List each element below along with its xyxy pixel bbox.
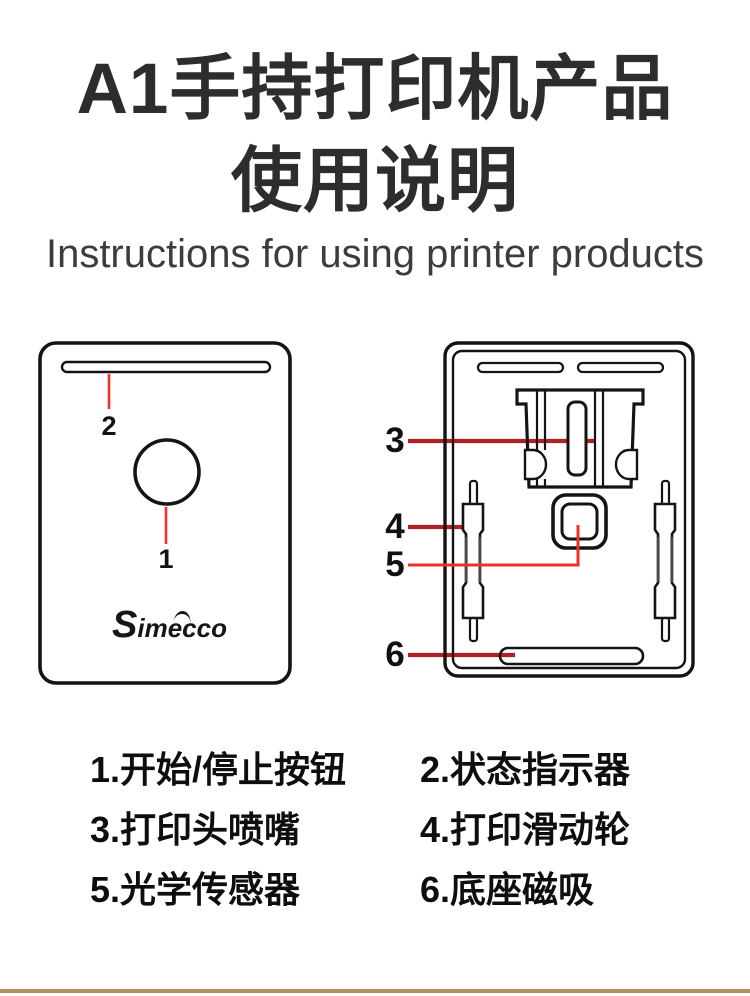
base-magnet-slot (500, 648, 643, 664)
back-device-outer-outline (445, 343, 693, 676)
callout-number-2: 2 (101, 411, 117, 441)
left-rail-wheel-edge (465, 537, 468, 582)
footer-gold-bar (0, 989, 750, 993)
start-stop-button-shape (135, 440, 199, 504)
legend-item-status-indicator: 2.状态指示器 (420, 749, 631, 790)
page-title: A1手持打印机产品 使用说明 (0, 44, 750, 228)
legend-item-optical-sensor: 5.光学传感器 (90, 869, 301, 910)
callout-number-4: 4 (385, 507, 405, 546)
left-slide-wheel-rail (463, 504, 483, 618)
callout-number-5: 5 (385, 545, 405, 584)
print-head-outline (517, 390, 643, 487)
brand-logo: Simecco (112, 604, 227, 646)
page-title-line1: A1手持打印机产品 (76, 50, 674, 129)
legend-item-print-head-nozzle: 3.打印头喷嘴 (90, 809, 301, 850)
callout-number-1: 1 (158, 544, 174, 574)
right-slide-wheel-rail (655, 504, 675, 618)
legend-item-base-magnet: 6.底座磁吸 (420, 869, 595, 910)
nozzle-slot (568, 402, 586, 475)
right-rail-wheel-edge (657, 537, 660, 582)
print-head-notch-left (525, 450, 546, 479)
callout-number-3: 3 (385, 421, 405, 460)
back-device-inner-outline (453, 351, 685, 668)
callout-number-6: 6 (385, 635, 405, 674)
right-rail-top-pin (662, 481, 669, 505)
right-rail-bottom-pin (662, 618, 669, 641)
left-rail-wheel-edge (478, 537, 481, 582)
right-rail-wheel-edge (670, 537, 673, 582)
legend-item-start-stop-button: 1.开始/停止按钮 (90, 749, 347, 790)
legend-item-slide-wheel: 4.打印滑动轮 (420, 809, 631, 850)
page-subtitle-english: Instructions for using printer products (45, 232, 705, 276)
printer-bottom-view-diagram (370, 325, 730, 700)
left-rail-bottom-pin (470, 618, 477, 641)
printer-front-view-diagram (25, 328, 305, 698)
print-head-notch-right (616, 450, 637, 479)
top-slot-left (478, 363, 563, 372)
page-title-line2: 使用说明 (230, 142, 519, 221)
top-slot-right (578, 363, 663, 372)
status-indicator-slot (62, 362, 270, 372)
left-rail-top-pin (470, 481, 477, 505)
parts-legend: 1.开始/停止按钮 2.状态指示器 3.打印头喷嘴 4.打印滑动轮 5.光学传感… (90, 750, 680, 909)
callout-line-5 (408, 525, 578, 565)
